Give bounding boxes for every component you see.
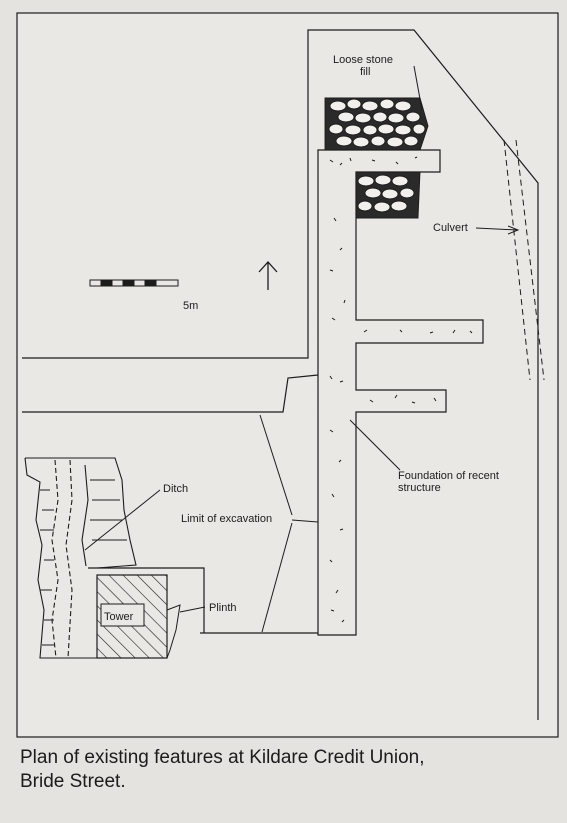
- ditch-label: Ditch: [163, 483, 188, 495]
- foundation-label-line2: structure: [398, 482, 441, 494]
- culvert-line: [503, 139, 545, 381]
- caption-line-2: Bride Street.: [20, 771, 126, 792]
- north-arrow-icon: [258, 261, 278, 290]
- foundation-rubble-marks: [329, 156, 473, 623]
- site-boundary-north: [22, 29, 539, 720]
- plinth-rubble: [166, 604, 181, 659]
- tower-label-box: [100, 603, 145, 627]
- foundation-label-line1: Foundation of recent: [398, 470, 499, 482]
- plinth-label: Plinth: [209, 602, 237, 614]
- limit-of-excavation-label: Limit of excavation: [181, 513, 272, 525]
- scale-label: 5m: [183, 300, 198, 312]
- culvert-label: Culvert: [433, 222, 468, 234]
- figure-caption: Plan of existing features at Kildare Cre…: [20, 746, 550, 794]
- limit-line-upper: [22, 374, 319, 413]
- loose-stone-label-line2: fill: [360, 66, 370, 78]
- plinth: [88, 567, 205, 633]
- scale-bar: [89, 279, 179, 287]
- tower-label: Tower: [104, 611, 134, 623]
- ditch-and-walls: [24, 457, 137, 659]
- loose-stone-fill: [324, 97, 429, 219]
- caption-line-1: Plan of existing features at Kildare Cre…: [20, 747, 425, 768]
- loose-stone-label-line1: Loose stone: [333, 54, 393, 66]
- leader-lines: [84, 65, 520, 633]
